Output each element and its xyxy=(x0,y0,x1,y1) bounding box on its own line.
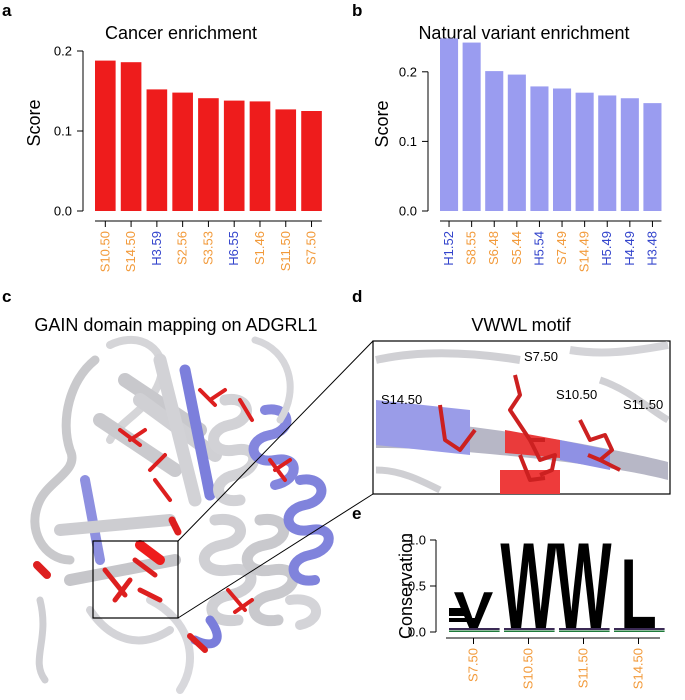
panel-letter-d: d xyxy=(352,287,362,306)
vwwl-motif-title: VWWL motif xyxy=(471,315,571,335)
y-tick-label: 0.0 xyxy=(408,625,426,640)
y-tick-label: 0.5 xyxy=(408,579,426,594)
chart-title: Natural variant enrichment xyxy=(418,23,629,43)
panel-letter-c: c xyxy=(2,287,11,306)
bar-H5.49 xyxy=(598,95,617,211)
gain-domain-structure-image xyxy=(30,336,374,694)
x-tick-label-S11.50: S11.50 xyxy=(576,648,591,688)
x-tick-label-S7.50: S7.50 xyxy=(466,648,481,682)
x-tick-label-S7.50: S7.50 xyxy=(304,231,319,265)
logo-minor-residue xyxy=(504,630,555,632)
panel-letter-a: a xyxy=(2,1,12,20)
logo-minor-residue xyxy=(614,628,665,630)
logo-letter-W: W xyxy=(500,519,556,655)
logo-minor-residue xyxy=(449,628,500,630)
bar-H4.49 xyxy=(620,98,639,211)
x-tick-label-S3.53: S3.53 xyxy=(200,231,215,265)
bar-S10.50 xyxy=(95,60,116,211)
x-tick-label-S6.48: S6.48 xyxy=(486,231,501,265)
x-tick-label-S10.50: S10.50 xyxy=(521,648,536,689)
logo-minor-residue xyxy=(449,630,500,632)
y-axis-label: Score xyxy=(24,99,44,146)
panel-letter-b: b xyxy=(352,1,362,20)
x-tick-label-S14.50: S14.50 xyxy=(631,648,646,689)
logo-minor-residue xyxy=(504,628,555,630)
x-tick-label-H3.48: H3.48 xyxy=(644,231,659,266)
natural-variant-chart: Natural variant enrichment 0.0 0.1 0.2Score… xyxy=(372,23,662,272)
gain-domain-title: GAIN domain mapping on ADGRL1 xyxy=(34,315,317,335)
bar-H1.52 xyxy=(440,38,459,211)
y-tick-label: 0.2 xyxy=(54,44,72,59)
x-tick-label-H4.49: H4.49 xyxy=(622,231,637,266)
bar-S8.55 xyxy=(462,42,481,212)
x-tick-label-S1.46: S1.46 xyxy=(252,231,267,265)
bar-S14.50 xyxy=(120,62,142,212)
bar-S1.46 xyxy=(249,101,271,211)
y-tick-label: 0.2 xyxy=(399,64,417,79)
bar-H6.55 xyxy=(223,100,245,211)
logo-minor-residue xyxy=(449,608,467,616)
panel-letter-e: e xyxy=(352,504,361,523)
y-tick-label: 1.0 xyxy=(408,533,426,548)
motif-label-s7.50: S7.50 xyxy=(524,349,558,364)
x-tick-label-H6.55: H6.55 xyxy=(226,231,241,266)
x-tick-label-S2.56: S2.56 xyxy=(175,231,190,265)
x-tick-label-S7.49: S7.49 xyxy=(554,231,569,265)
y-tick-label: 0.1 xyxy=(54,124,72,139)
vwwl-motif-structure-image: S7.50 S10.50 S11.50 S14.50 xyxy=(372,340,671,495)
x-tick-label-S5.44: S5.44 xyxy=(509,231,524,265)
chart-title: Cancer enrichment xyxy=(105,23,257,43)
logo-minor-residue xyxy=(614,630,665,632)
x-tick-label-H1.52: H1.52 xyxy=(441,231,456,266)
y-axis-label: Score xyxy=(372,100,392,147)
x-tick-label-H5.49: H5.49 xyxy=(599,231,614,266)
bar-H3.59 xyxy=(146,89,168,211)
y-tick-label: 0.0 xyxy=(54,204,72,219)
bar-S6.48 xyxy=(485,71,504,211)
x-tick-label-S11.50: S11.50 xyxy=(278,231,293,271)
y-tick-label: 0.0 xyxy=(399,204,417,219)
logo-letter-V: V xyxy=(454,581,494,640)
logo-letter-W: W xyxy=(555,519,611,655)
bar-S14.49 xyxy=(575,92,594,211)
y-tick-label: 0.1 xyxy=(399,134,417,149)
x-tick-label-S10.50: S10.50 xyxy=(97,231,112,272)
bar-S11.50 xyxy=(275,109,297,211)
bar-H5.54 xyxy=(530,86,549,211)
motif-label-s11.50: S11.50 xyxy=(623,397,663,412)
bar-S3.53 xyxy=(198,98,219,211)
bar-S2.56 xyxy=(172,92,193,211)
x-tick-label-S8.55: S8.55 xyxy=(464,231,479,265)
y-axis-label: Conservation xyxy=(396,533,416,639)
bar-S7.49 xyxy=(553,88,572,211)
bar-S7.50 xyxy=(301,111,322,211)
bar-S5.44 xyxy=(507,74,526,211)
x-tick-label-S14.49: S14.49 xyxy=(577,231,592,272)
logo-minor-residue xyxy=(449,618,477,622)
motif-label-s14.50: S14.50 xyxy=(381,392,422,407)
logo-minor-residue xyxy=(559,630,610,632)
bar-H3.48 xyxy=(643,103,662,211)
x-tick-label-H5.54: H5.54 xyxy=(531,231,546,266)
logo-minor-residue xyxy=(559,628,610,630)
zoom-box xyxy=(92,540,179,619)
motif-label-s10.50: S10.50 xyxy=(556,387,597,402)
logo-letter-L: L xyxy=(620,539,656,649)
x-tick-label-S14.50: S14.50 xyxy=(123,231,138,272)
x-tick-label-H3.59: H3.59 xyxy=(149,231,164,266)
